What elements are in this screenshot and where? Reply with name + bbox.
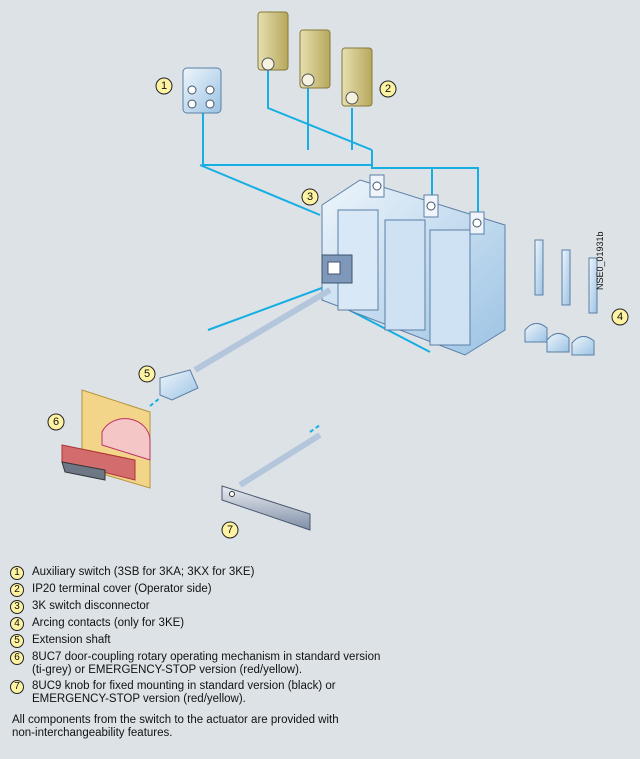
- terminal-cover: [341, 47, 373, 107]
- switch-disconnector-part: [321, 174, 506, 356]
- legend-text: Extension shaft: [32, 634, 111, 646]
- svg-text:5: 5: [144, 368, 150, 380]
- legend-text: IP20 terminal cover (Operator side): [32, 583, 212, 595]
- legend-number-badge: 6: [10, 651, 24, 665]
- legend-text: 8UC7 door-coupling rotary operating mech…: [32, 651, 381, 676]
- terminal-cover: [257, 11, 289, 71]
- legend-number-badge: 1: [10, 566, 24, 580]
- legend-number-badge: 2: [10, 583, 24, 597]
- legend-text: 8UC9 knob for fixed mounting in standard…: [32, 680, 336, 705]
- legend-text: Auxiliary switch (3SB for 3KA; 3KX for 3…: [32, 566, 255, 578]
- extension-shaft-part: [159, 287, 332, 401]
- fixed-knob-part: [221, 432, 322, 531]
- svg-text:4: 4: [617, 311, 623, 323]
- callout-3: 3: [301, 188, 319, 206]
- legend-item: 1 Auxiliary switch (3SB for 3KA; 3KX for…: [10, 566, 630, 580]
- legend-item: 7 8UC9 knob for fixed mounting in standa…: [10, 680, 630, 706]
- legend-number-badge: 4: [10, 617, 24, 631]
- legend-item: 5 Extension shaft: [10, 634, 630, 648]
- legend-item: 4 Arcing contacts (only for 3KE): [10, 617, 630, 631]
- legend-number-badge: 3: [10, 600, 24, 614]
- svg-text:6: 6: [53, 416, 59, 428]
- svg-text:3: 3: [307, 191, 313, 203]
- legend: 1 Auxiliary switch (3SB for 3KA; 3KX for…: [10, 566, 630, 709]
- svg-text:2: 2: [385, 83, 391, 95]
- legend-number-badge: 5: [10, 634, 24, 648]
- legend-text: Arcing contacts (only for 3KE): [32, 617, 185, 629]
- rotary-mechanism-part: [61, 389, 151, 489]
- image-code-label: NSE0_01931b: [595, 231, 605, 290]
- legend-item: 6 8UC7 door-coupling rotary operating me…: [10, 651, 630, 677]
- terminal-cover: [299, 29, 331, 89]
- exploded-assembly-diagram: NSE0_01931b 1 2 3 4 5 6: [47, 11, 629, 539]
- callout-5: 5: [138, 365, 156, 383]
- callout-7: 7: [221, 521, 239, 539]
- legend-number-badge: 7: [10, 680, 24, 694]
- legend-item: 3 3K switch disconnector: [10, 600, 630, 614]
- arcing-contacts-part: [524, 239, 598, 356]
- legend-item: 2 IP20 terminal cover (Operator side): [10, 583, 630, 597]
- svg-text:7: 7: [227, 524, 233, 536]
- callout-6: 6: [47, 413, 65, 431]
- legend-text: 3K switch disconnector: [32, 600, 150, 612]
- callout-4: 4: [611, 308, 629, 326]
- auxiliary-switch-part: [182, 67, 222, 114]
- footnote: All components from the switch to the ac…: [12, 714, 339, 739]
- callout-2: 2: [379, 80, 397, 98]
- callout-1: 1: [155, 77, 173, 95]
- svg-text:1: 1: [161, 80, 167, 92]
- terminal-covers-part: [257, 11, 373, 107]
